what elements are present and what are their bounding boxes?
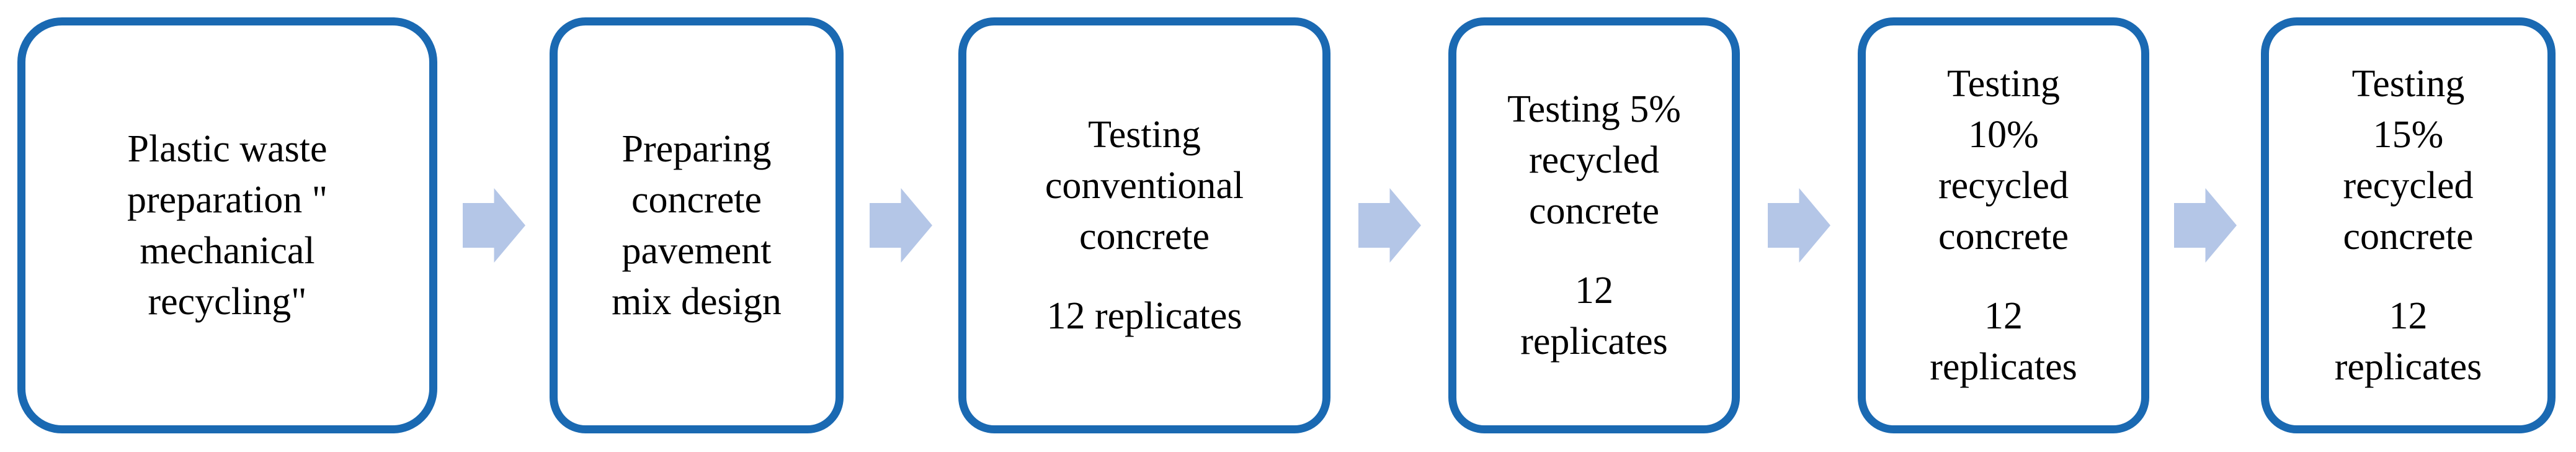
- step-label: Testing 15% recycled concrete: [2343, 63, 2474, 258]
- step-box-testing-15-percent: Testing 15% recycled concrete 12 replica…: [2261, 17, 2556, 433]
- right-block-arrow-icon: [870, 188, 932, 263]
- step-label: Testing 10% recycled concrete: [1938, 63, 2069, 258]
- step-box-testing-5-percent: Testing 5% recycled concrete 12 replicat…: [1448, 17, 1740, 433]
- step-box-testing-10-percent: Testing 10% recycled concrete 12 replica…: [1858, 17, 2149, 433]
- replicates-label: 12 replicates: [1046, 295, 1242, 337]
- step-label: Testing conventional concrete: [1045, 114, 1244, 258]
- right-block-arrow-icon: [463, 188, 525, 263]
- step-box-preparing-mix-design: Preparing concrete pavement mix design: [550, 17, 844, 433]
- step-label: Preparing concrete pavement mix design: [612, 128, 782, 323]
- step-box-plastic-waste-preparation: Plastic waste preparation " mechanical r…: [17, 17, 437, 433]
- replicates-label: 12 replicates: [1930, 295, 2077, 388]
- step-label: Plastic waste preparation " mechanical r…: [127, 128, 328, 323]
- step-label: Testing 5% recycled concrete: [1507, 88, 1681, 232]
- right-block-arrow-icon: [2174, 188, 2237, 263]
- step-box-testing-conventional: Testing conventional concrete 12 replica…: [958, 17, 1330, 433]
- right-block-arrow-icon: [1768, 188, 1830, 263]
- replicates-label: 12 replicates: [2334, 295, 2482, 388]
- replicates-label: 12 replicates: [1520, 269, 1668, 363]
- right-block-arrow-icon: [1358, 188, 1421, 263]
